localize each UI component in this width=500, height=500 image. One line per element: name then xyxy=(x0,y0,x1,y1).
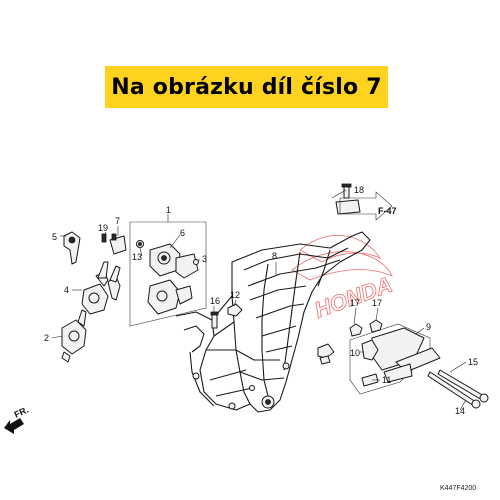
front-direction-arrow: FR. xyxy=(4,405,30,434)
callout-11: 11 xyxy=(382,375,391,385)
callout-1: 1 xyxy=(166,205,171,215)
part-1-group-box xyxy=(129,221,207,327)
callout-6: 6 xyxy=(180,228,185,238)
key-switch-assembly xyxy=(136,240,199,315)
part-7-bracket xyxy=(109,233,127,255)
part-number-banner: Na obrázku díl číslo 7 xyxy=(105,66,388,108)
callout-16: 16 xyxy=(210,296,220,306)
diagram-code: K447F4200 xyxy=(440,485,476,492)
direction-label: FR. xyxy=(13,405,30,420)
callout-7: 7 xyxy=(115,216,120,226)
part-2-lock xyxy=(61,309,87,363)
callout-9: 9 xyxy=(426,322,431,332)
part-17-nuts xyxy=(349,319,383,337)
frame-nut xyxy=(317,343,335,359)
part-12-grommet xyxy=(227,303,243,317)
callout-14: 14 xyxy=(455,406,465,416)
callout-10: 10 xyxy=(350,348,360,358)
callout-12: 12 xyxy=(230,290,240,300)
frame-nut xyxy=(319,355,331,365)
part-16-bolt xyxy=(210,311,219,329)
callout-3: 3 xyxy=(202,254,207,264)
callout-2: 2 xyxy=(44,333,49,343)
part-9-assembly xyxy=(349,323,441,395)
callout-13: 13 xyxy=(132,252,142,262)
callout-18: 18 xyxy=(354,185,364,195)
callout-17: 17 xyxy=(350,298,360,308)
part-15-bolt xyxy=(437,369,489,403)
callout-4: 4 xyxy=(64,285,69,295)
part-4-lock-set xyxy=(81,261,121,315)
part-18-bolt xyxy=(335,183,361,215)
part-5-key xyxy=(63,231,81,265)
part-10-bracket xyxy=(361,339,379,361)
callout-19: 19 xyxy=(98,223,108,233)
honda-wing-watermark: HONDA xyxy=(291,235,396,323)
part-14-bolt xyxy=(427,371,481,409)
part-19-screw xyxy=(101,233,107,243)
part-11-rubber xyxy=(361,373,379,387)
banner-text: Na obrázku díl číslo 7 xyxy=(111,74,382,100)
callout-8: 8 xyxy=(272,251,277,261)
callout-17: 17 xyxy=(372,298,382,308)
leader-lines xyxy=(51,189,467,411)
callout-15: 15 xyxy=(468,357,478,367)
frame-body xyxy=(175,231,371,413)
f47-label: F-47 xyxy=(378,206,397,216)
callout-5: 5 xyxy=(52,232,57,242)
f47-reference: F-47 xyxy=(339,191,397,221)
